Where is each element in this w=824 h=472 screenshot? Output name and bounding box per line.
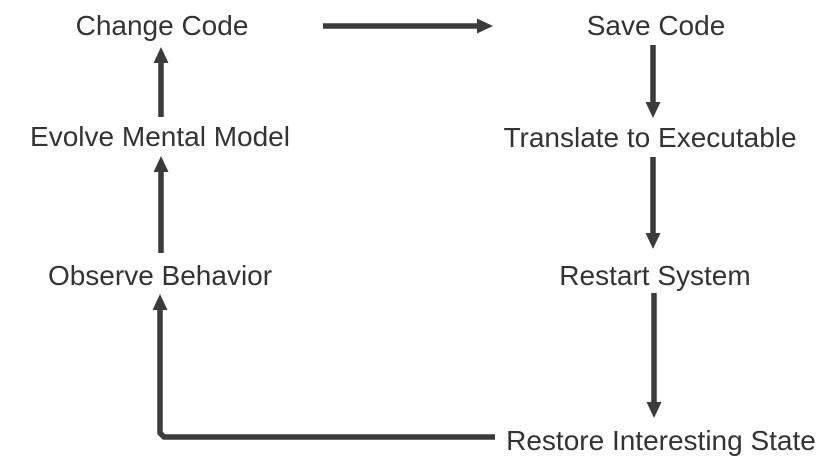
node-restart-system: Restart System [559,260,751,291]
node-translate-to-executable: Translate to Executable [503,122,797,153]
arrow-restore-to-observe [152,294,495,440]
node-save-code: Save Code [586,10,726,41]
node-observe-behavior: Observe Behavior [47,260,273,291]
node-change-code: Change Code [75,10,249,41]
node-restore-interesting-state: Restore Interesting State [506,425,816,456]
arrow-change-code-to-save-code [323,18,493,34]
arrow-evolve-to-change [153,47,169,117]
arrow-restart-to-restore [646,293,662,418]
arrow-save-code-to-translate [645,45,661,118]
arrow-translate-to-restart [645,157,661,249]
node-evolve-mental-model: Evolve Mental Model [30,121,290,152]
arrow-observe-to-evolve [153,156,169,253]
